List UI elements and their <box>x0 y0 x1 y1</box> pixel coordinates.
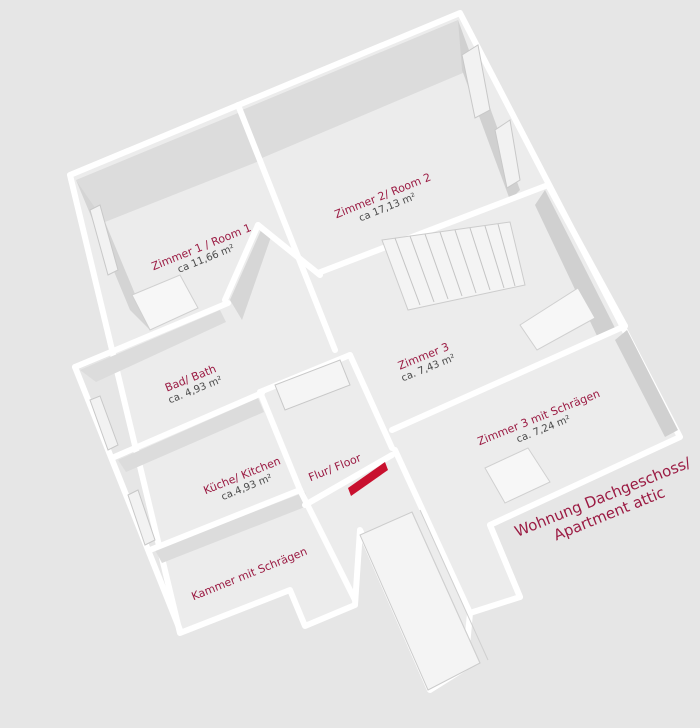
wall-shade-room1-back <box>76 113 262 222</box>
stairs-lower-rail <box>411 509 489 664</box>
wall-shade-kammer <box>155 492 310 563</box>
wall-shade-zimmer3schr-right <box>615 330 678 437</box>
bed-zimmer3 <box>519 287 596 351</box>
interior-walls <box>72 102 628 633</box>
wall-shade-room2-back <box>242 20 470 158</box>
wall-shade-stair-corridor <box>230 228 272 320</box>
wall-shade-zimmer3-right <box>535 190 615 338</box>
windows <box>89 44 521 546</box>
entrance-door <box>348 462 388 496</box>
stairs-upper-steps <box>394 223 516 306</box>
wardrobe-floor <box>274 359 351 411</box>
wall-shade-kitchen <box>118 398 264 472</box>
bed-zimmer3-schraegen <box>484 447 551 504</box>
bed-room1 <box>131 274 199 331</box>
wall-shade-bath <box>80 310 226 382</box>
